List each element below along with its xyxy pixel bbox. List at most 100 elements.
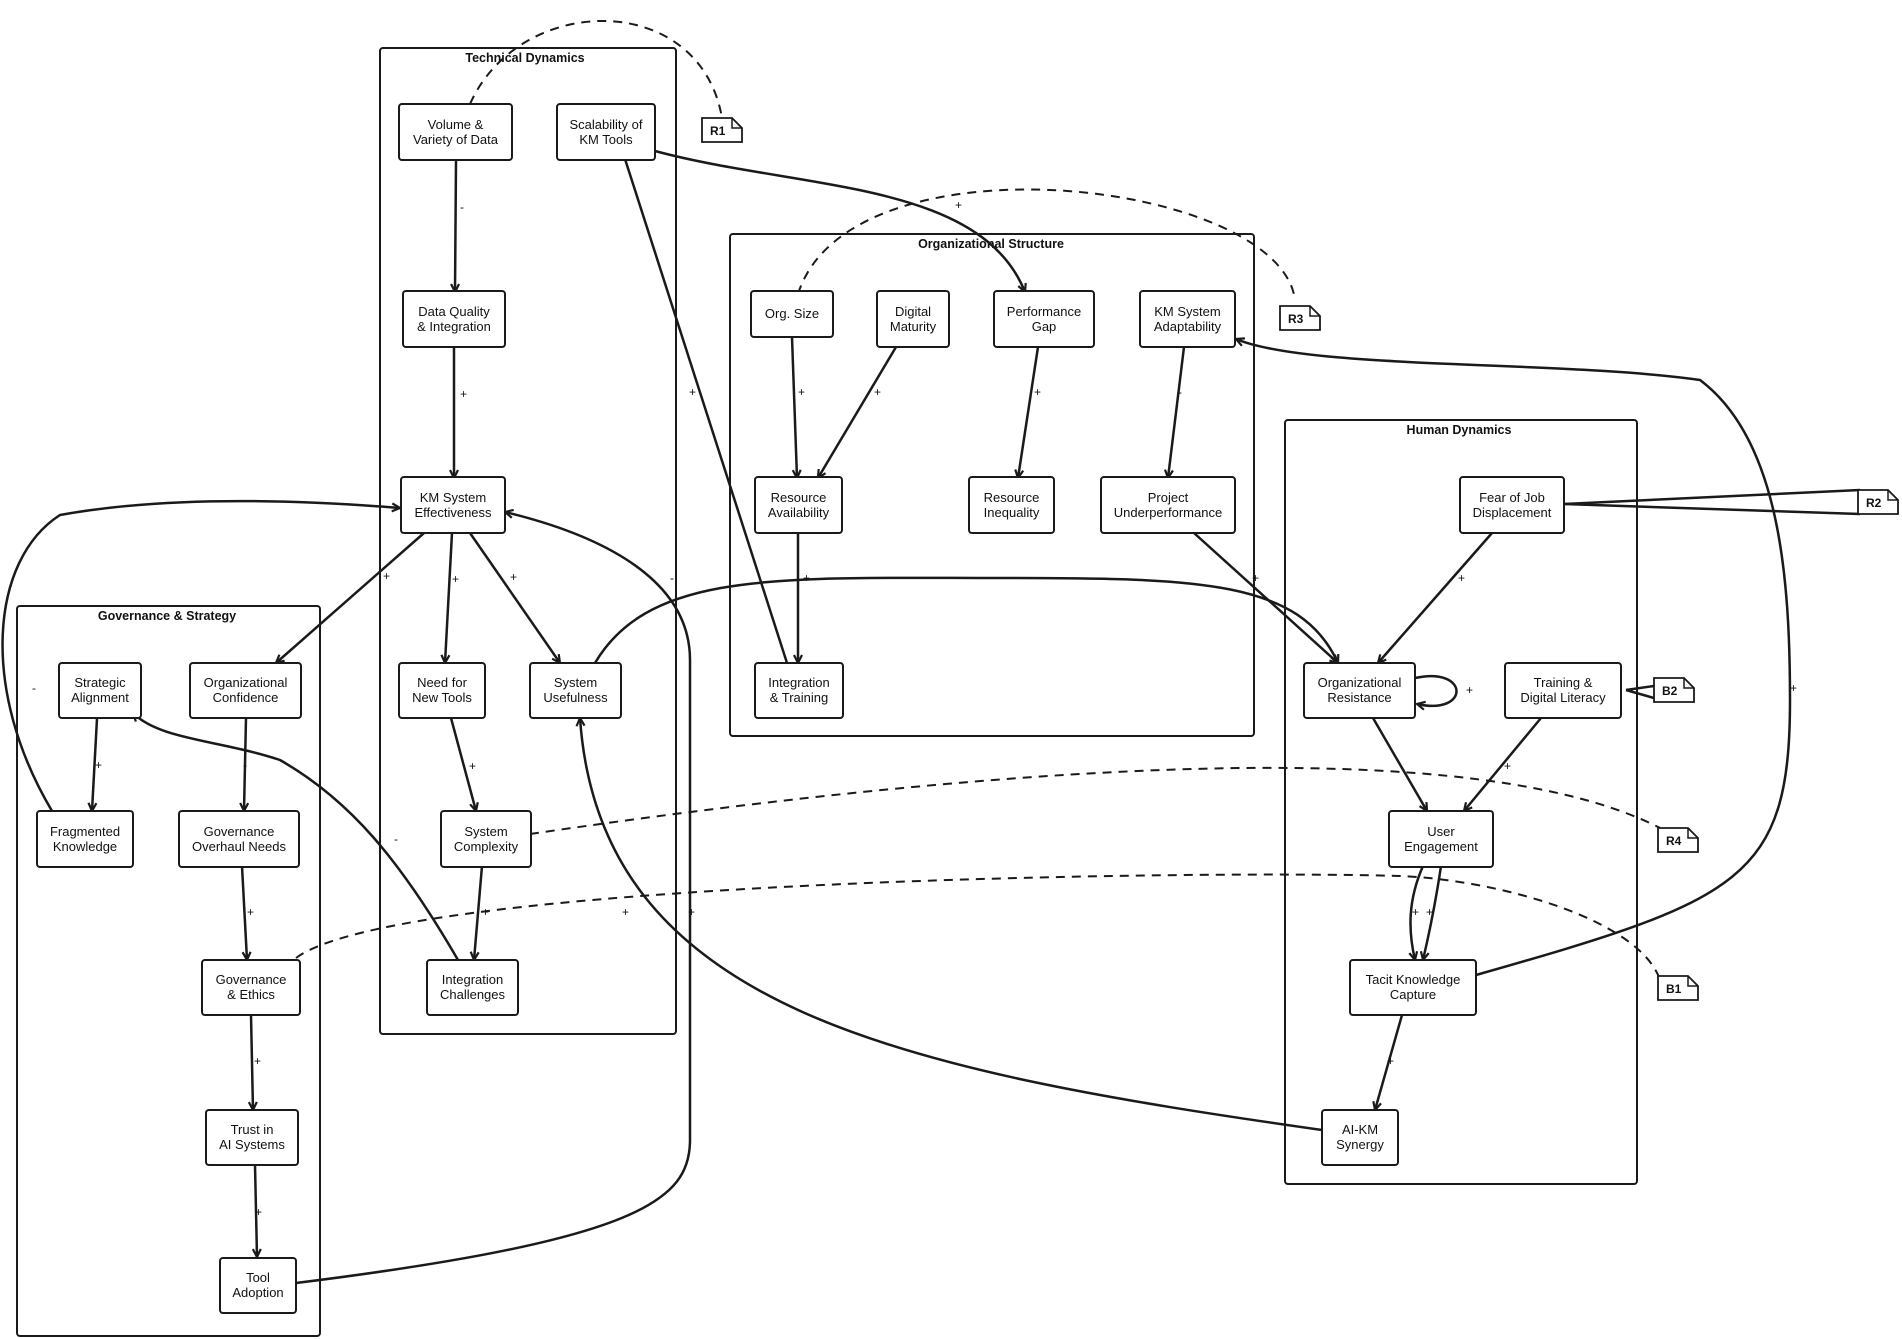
node-label-line-1: Tacit Knowledge [1366, 972, 1461, 987]
node-label-line-1: Resource [984, 490, 1040, 505]
node-box [968, 476, 1055, 534]
node-system-usefulness[interactable]: System Usefulness [529, 662, 622, 719]
node-label-line-2: Alignment [71, 690, 129, 705]
loop-marker-r4[interactable]: R4 [1657, 827, 1699, 853]
edge-governance-ethics-to-trust [251, 1014, 253, 1110]
node-strategic-alignment[interactable]: Strategic Alignment [58, 662, 142, 719]
loop-marker-r2[interactable]: R2 [1857, 489, 1899, 515]
node-box [402, 290, 506, 348]
sign-label: - [394, 832, 398, 846]
loop-marker-b2[interactable]: B2 [1653, 677, 1695, 703]
sign-label: - [670, 571, 674, 585]
node-box [1303, 662, 1416, 719]
loop-marker-b1[interactable]: B1 [1657, 975, 1699, 1001]
node-label-line-1: KM System [420, 490, 486, 505]
group-frame [379, 47, 677, 1035]
sign-label: + [689, 385, 696, 399]
node-ai-km-synergy[interactable]: AI-KM Synergy [1321, 1109, 1399, 1166]
note-fold [1687, 976, 1698, 987]
node-project-underperformance[interactable]: Project Underperformance [1100, 476, 1236, 534]
node-label-line-2: Resistance [1327, 690, 1391, 705]
node-box [398, 103, 513, 161]
node-km-system-effectiveness[interactable]: KM System Effectiveness [400, 476, 506, 534]
sign-label: + [688, 905, 695, 919]
node-org-size[interactable]: Org. Size [750, 290, 834, 338]
node-label-line-1: Scalability of [570, 117, 643, 132]
edge-resistance-self-loop [1414, 675, 1458, 706]
node-box [1100, 476, 1236, 534]
node-organizational-confidence[interactable]: Organizational Confidence [189, 662, 302, 719]
node-box [876, 290, 950, 348]
node-box [426, 959, 519, 1016]
note-fold [731, 118, 742, 129]
node-label-line-2: Knowledge [53, 839, 117, 854]
group-title: Technical Dynamics [465, 51, 584, 65]
node-user-engagement[interactable]: User Engagement [1388, 810, 1494, 868]
node-label-line-1: Project [1148, 490, 1189, 505]
node-governance-overhaul-needs[interactable]: Governance Overhaul Needs [178, 810, 300, 868]
loop-marker-label: R3 [1288, 312, 1304, 326]
node-scalability-of-km-tools[interactable]: Scalability of KM Tools [556, 103, 656, 161]
edge-fear-to-resistance [1378, 532, 1493, 663]
node-tool-adoption[interactable]: Tool Adoption [219, 1257, 297, 1314]
edge-volume-to-data-quality [455, 160, 456, 292]
group-title: Human Dynamics [1407, 423, 1512, 437]
sign-label: + [460, 387, 467, 401]
group-human-dynamics: Human Dynamics [1284, 419, 1638, 1185]
node-label-line-1: Digital [895, 304, 931, 319]
node-tacit-knowledge-capture[interactable]: Tacit Knowledge Capture [1349, 959, 1477, 1016]
node-resource-availability[interactable]: Resource Availability [754, 476, 843, 534]
node-fragmented-knowledge[interactable]: Fragmented Knowledge [36, 810, 134, 868]
node-label-line-1: Strategic [74, 675, 126, 690]
node-label-line-1: Trust in [231, 1122, 274, 1137]
sign-label: + [482, 905, 489, 919]
node-organizational-resistance[interactable]: Organizational Resistance [1303, 662, 1416, 719]
edge-km-effectiveness-to-need-new-tools [445, 532, 454, 663]
node-fear-of-job-displacement[interactable]: Fear of Job Displacement [1459, 476, 1565, 534]
edge-integration-challenges-to-alignment [133, 713, 460, 961]
node-digital-maturity[interactable]: Digital Maturity [876, 290, 950, 348]
node-integration-training[interactable]: Integration & Training [754, 662, 844, 719]
node-label-line-1: Governance [204, 824, 275, 839]
edge-digital-maturity-to-resource-availability [818, 346, 898, 478]
node-label-line-2: Synergy [1336, 1137, 1384, 1152]
node-trust-in-ai-systems[interactable]: Trust in AI Systems [205, 1109, 299, 1166]
node-box [556, 103, 656, 161]
edge-synergy-to-usefulness [580, 718, 1323, 1132]
node-label-line-1: Governance [216, 972, 287, 987]
loop-marker-r3[interactable]: R3 [1279, 305, 1321, 331]
node-box [398, 662, 486, 719]
node-box [178, 810, 300, 868]
node-box [58, 662, 142, 719]
node-box [993, 290, 1095, 348]
sign-label: - [243, 758, 247, 772]
node-system-complexity[interactable]: System Complexity [440, 810, 532, 868]
edge-km-effectiveness-to-org-confidence [276, 532, 425, 663]
edge-engagement-to-tacit-capture-1 [1410, 865, 1425, 960]
node-label-line-2: AI Systems [219, 1137, 285, 1152]
node-label-line-1: AI-KM [1342, 1122, 1378, 1137]
node-label-line-1: Integration [442, 972, 503, 987]
node-training-digital-literacy[interactable]: Training & Digital Literacy [1504, 662, 1622, 719]
edge-need-new-tools-to-complexity [449, 717, 476, 811]
node-resource-inequality[interactable]: Resource Inequality [968, 476, 1055, 534]
loop-marker-label: B2 [1662, 684, 1678, 698]
node-label-line-1: Org. Size [765, 306, 819, 321]
node-integration-challenges[interactable]: Integration Challenges [426, 959, 519, 1016]
node-governance-ethics[interactable]: Governance & Ethics [201, 959, 301, 1016]
node-label-line-2: Inequality [984, 505, 1040, 520]
loop-marker-label: R1 [710, 124, 726, 138]
loop-link-r3 [797, 188, 1296, 301]
sign-label: + [95, 758, 102, 772]
node-need-for-new-tools[interactable]: Need for New Tools [398, 662, 486, 719]
sign-label: + [1466, 683, 1473, 697]
loop-marker-r1[interactable]: R1 [701, 117, 743, 143]
node-performance-gap[interactable]: Performance Gap [993, 290, 1095, 348]
node-box [205, 1109, 299, 1166]
node-label-line-1: Data Quality [418, 304, 490, 319]
node-data-quality-integration[interactable]: Data Quality & Integration [402, 290, 506, 348]
node-volume-variety-of-data[interactable]: Volume & Variety of Data [398, 103, 513, 161]
node-km-system-adaptability[interactable]: KM System Adaptability [1139, 290, 1236, 348]
